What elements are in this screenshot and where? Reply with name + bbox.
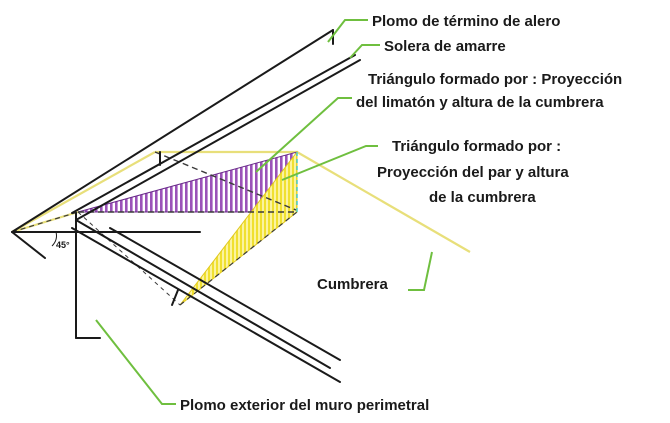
leader-plomo-exterior xyxy=(95,319,176,405)
ridge-line xyxy=(296,151,471,253)
wall-line-b xyxy=(71,227,341,383)
structure-lines xyxy=(11,29,361,383)
leader-limaton xyxy=(255,97,352,173)
label-plomo-exterior-muro: Plomo exterior del muro perimetral xyxy=(180,397,429,414)
label-triangulo-limaton-2: del limatón y altura de la cumbrera xyxy=(356,94,604,111)
leader-solera xyxy=(349,44,380,59)
leader-cumbrera xyxy=(408,251,433,291)
leader-lines xyxy=(95,19,433,405)
angle-arc xyxy=(51,231,57,247)
label-triangulo-par-2: Proyección del par y altura xyxy=(377,164,569,181)
plomo-alero-line xyxy=(11,29,334,233)
label-triangulo-par-1: Triángulo formado por : xyxy=(392,138,561,155)
wall-line-a xyxy=(75,219,331,369)
label-triangulo-limaton-1: Triángulo formado por : Proyección xyxy=(368,71,622,88)
angle-label: 45° xyxy=(56,240,70,250)
label-plomo-termino-alero: Plomo de término de alero xyxy=(372,13,560,30)
wall-line-c xyxy=(109,227,341,361)
leader-par xyxy=(281,145,378,181)
label-triangulo-par-3: de la cumbrera xyxy=(429,189,536,206)
eave-projection-line xyxy=(11,151,156,233)
label-solera-amarre: Solera de amarre xyxy=(384,38,506,55)
leader-plomo-alero xyxy=(327,19,368,43)
solera-line-b xyxy=(75,59,361,221)
solera-line-a xyxy=(71,54,356,214)
label-cumbrera: Cumbrera xyxy=(317,276,389,293)
